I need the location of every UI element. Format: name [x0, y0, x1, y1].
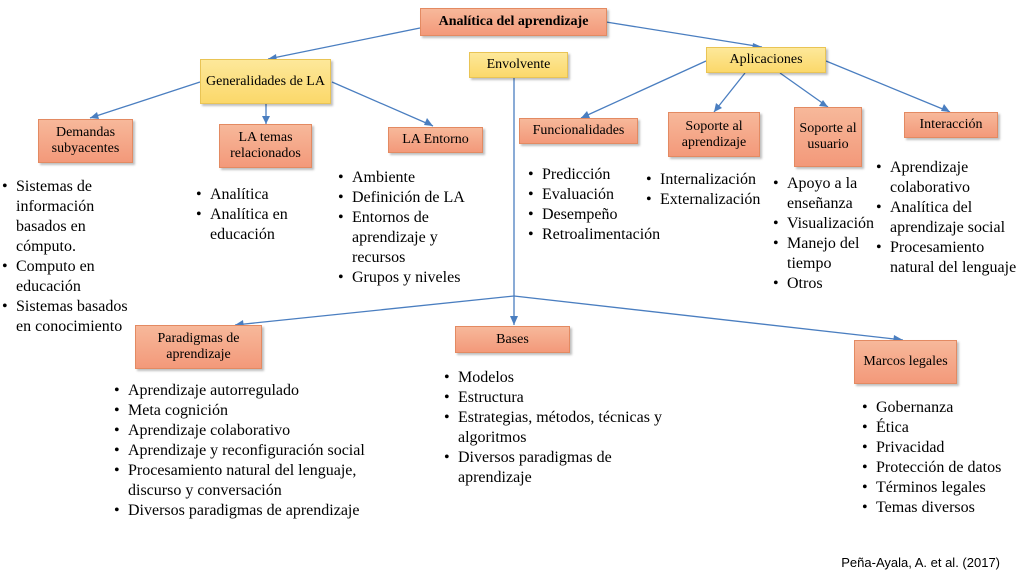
list-item: Ambiente	[338, 168, 483, 188]
list-item: Otros	[773, 274, 883, 294]
node-temas: LA temas relacionados	[219, 124, 312, 168]
node-marcos: Marcos legales	[854, 340, 957, 384]
node-envolvente: Envolvente	[469, 52, 568, 78]
node-generalidades: Generalidades de LA	[200, 59, 331, 104]
list-soporte-aprendizaje: Internalización Externalización	[646, 170, 776, 210]
list-item: Procesamiento natural del lenguaje	[876, 238, 1022, 278]
list-item: Externalización	[646, 190, 776, 210]
list-item: Internalización	[646, 170, 776, 190]
list-item: Sistemas basados en conocimiento	[2, 297, 142, 337]
list-item: Analítica del aprendizaje social	[876, 198, 1022, 238]
list-item: Desempeño	[528, 205, 678, 225]
list-item: Analítica en educación	[196, 205, 316, 245]
list-item: Grupos y niveles	[338, 268, 483, 288]
list-item: Visualización	[773, 214, 883, 234]
root-node: Analítica del aprendizaje	[420, 8, 607, 36]
node-paradigmas: Paradigmas de aprendizaje	[135, 325, 262, 369]
list-temas: Analítica Analítica en educación	[196, 185, 316, 245]
node-entorno: LA Entorno	[388, 127, 483, 153]
list-funcionalidades: Predicción Evaluación Desempeño Retroali…	[528, 165, 678, 245]
list-interaccion: Aprendizaje colaborativo Analítica del a…	[876, 158, 1022, 278]
list-entorno: Ambiente Definición de LA Entornos de ap…	[338, 168, 483, 288]
list-item: Estructura	[444, 388, 674, 408]
list-item: Ética	[862, 418, 1002, 438]
list-item: Aprendizaje colaborativo	[114, 421, 384, 441]
citation: Peña-Ayala, A. et al. (2017)	[841, 555, 1000, 570]
list-item: Aprendizaje colaborativo	[876, 158, 1022, 198]
list-marcos: Gobernanza Ética Privacidad Protección d…	[862, 398, 1002, 518]
list-item: Privacidad	[862, 438, 1002, 458]
list-item: Analítica	[196, 185, 316, 205]
list-item: Manejo del tiempo	[773, 234, 883, 274]
node-funcionalidades: Funcionalidades	[519, 118, 638, 144]
node-soporte-aprendizaje: Soporte al aprendizaje	[668, 112, 760, 157]
list-item: Definición de LA	[338, 188, 483, 208]
node-soporte-usuario: Soporte al usuario	[794, 107, 862, 167]
list-item: Diversos paradigmas de aprendizaje	[114, 501, 384, 521]
node-bases: Bases	[455, 326, 570, 353]
list-soporte-usuario: Apoyo a la enseñanza Visualización Manej…	[773, 174, 883, 294]
list-item: Modelos	[444, 368, 674, 388]
list-item: Protección de datos	[862, 458, 1002, 478]
list-item: Diversos paradigmas de aprendizaje	[444, 448, 674, 488]
list-item: Entornos de aprendizaje y recursos	[338, 208, 483, 268]
node-demandas: Demandas subyacentes	[38, 119, 133, 163]
list-item: Gobernanza	[862, 398, 1002, 418]
list-item: Aprendizaje autorregulado	[114, 381, 384, 401]
node-interaccion: Interacción	[904, 112, 998, 138]
list-item: Temas diversos	[862, 498, 1002, 518]
list-item: Retroalimentación	[528, 225, 678, 245]
list-item: Sistemas de información basados en cómpu…	[2, 177, 142, 257]
list-item: Procesamiento natural del lenguaje, disc…	[114, 461, 384, 501]
list-item: Predicción	[528, 165, 678, 185]
list-item: Términos legales	[862, 478, 1002, 498]
list-item: Computo en educación	[2, 257, 142, 297]
list-demandas: Sistemas de información basados en cómpu…	[2, 177, 142, 337]
list-item: Meta cognición	[114, 401, 384, 421]
node-aplicaciones: Aplicaciones	[706, 47, 826, 73]
list-item: Estrategias, métodos, técnicas y algorit…	[444, 408, 674, 448]
list-bases: Modelos Estructura Estrategias, métodos,…	[444, 368, 674, 488]
list-item: Aprendizaje y reconfiguración social	[114, 441, 384, 461]
list-item: Apoyo a la enseñanza	[773, 174, 883, 214]
list-paradigmas: Aprendizaje autorregulado Meta cognición…	[114, 381, 384, 521]
list-item: Evaluación	[528, 185, 678, 205]
